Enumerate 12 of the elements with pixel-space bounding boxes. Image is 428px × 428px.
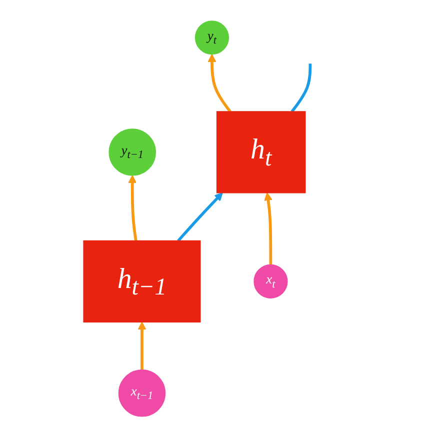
arrow <box>128 174 138 242</box>
node-box: h$_{t−1}$ <box>83 240 201 322</box>
node-circle: y$_{t−1}$ <box>109 128 156 176</box>
node-box: h$_{t}$ <box>216 111 306 194</box>
node-circle: y$_{t}$ <box>195 20 230 55</box>
connector <box>291 64 312 112</box>
node-circle: x$_{t}$ <box>254 264 288 298</box>
arrow <box>208 54 232 112</box>
arrow <box>138 322 146 370</box>
arrow <box>264 192 273 265</box>
node-circle: x$_{t−1}$ <box>118 370 166 417</box>
arrow <box>177 192 224 242</box>
